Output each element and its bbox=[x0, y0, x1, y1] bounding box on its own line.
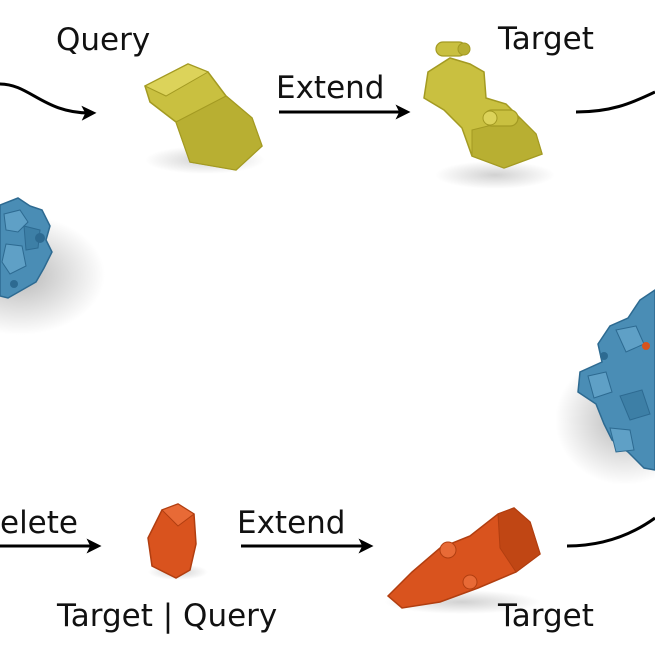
bottom-target-label: Target bbox=[498, 598, 594, 634]
top-extend-label: Extend bbox=[276, 70, 385, 106]
bottom-target-query-label: Target | Query bbox=[57, 598, 278, 634]
bottom-delete-label: elete bbox=[0, 505, 78, 541]
yellow-query-part bbox=[143, 63, 265, 174]
curve-line-top-right bbox=[575, 90, 655, 114]
orange-query-part bbox=[147, 503, 208, 580]
top-query-label: Query bbox=[56, 22, 151, 58]
top-target-label: Target bbox=[498, 21, 594, 57]
yellow-target-part bbox=[423, 41, 555, 189]
blue-assembly-left bbox=[0, 197, 105, 335]
curve-line-bottom-right bbox=[566, 516, 655, 548]
bottom-extend-label: Extend bbox=[237, 505, 346, 541]
curve-arrow-top-left bbox=[0, 82, 97, 121]
blue-assembly-right bbox=[555, 289, 655, 485]
orange-target-part bbox=[384, 507, 541, 614]
